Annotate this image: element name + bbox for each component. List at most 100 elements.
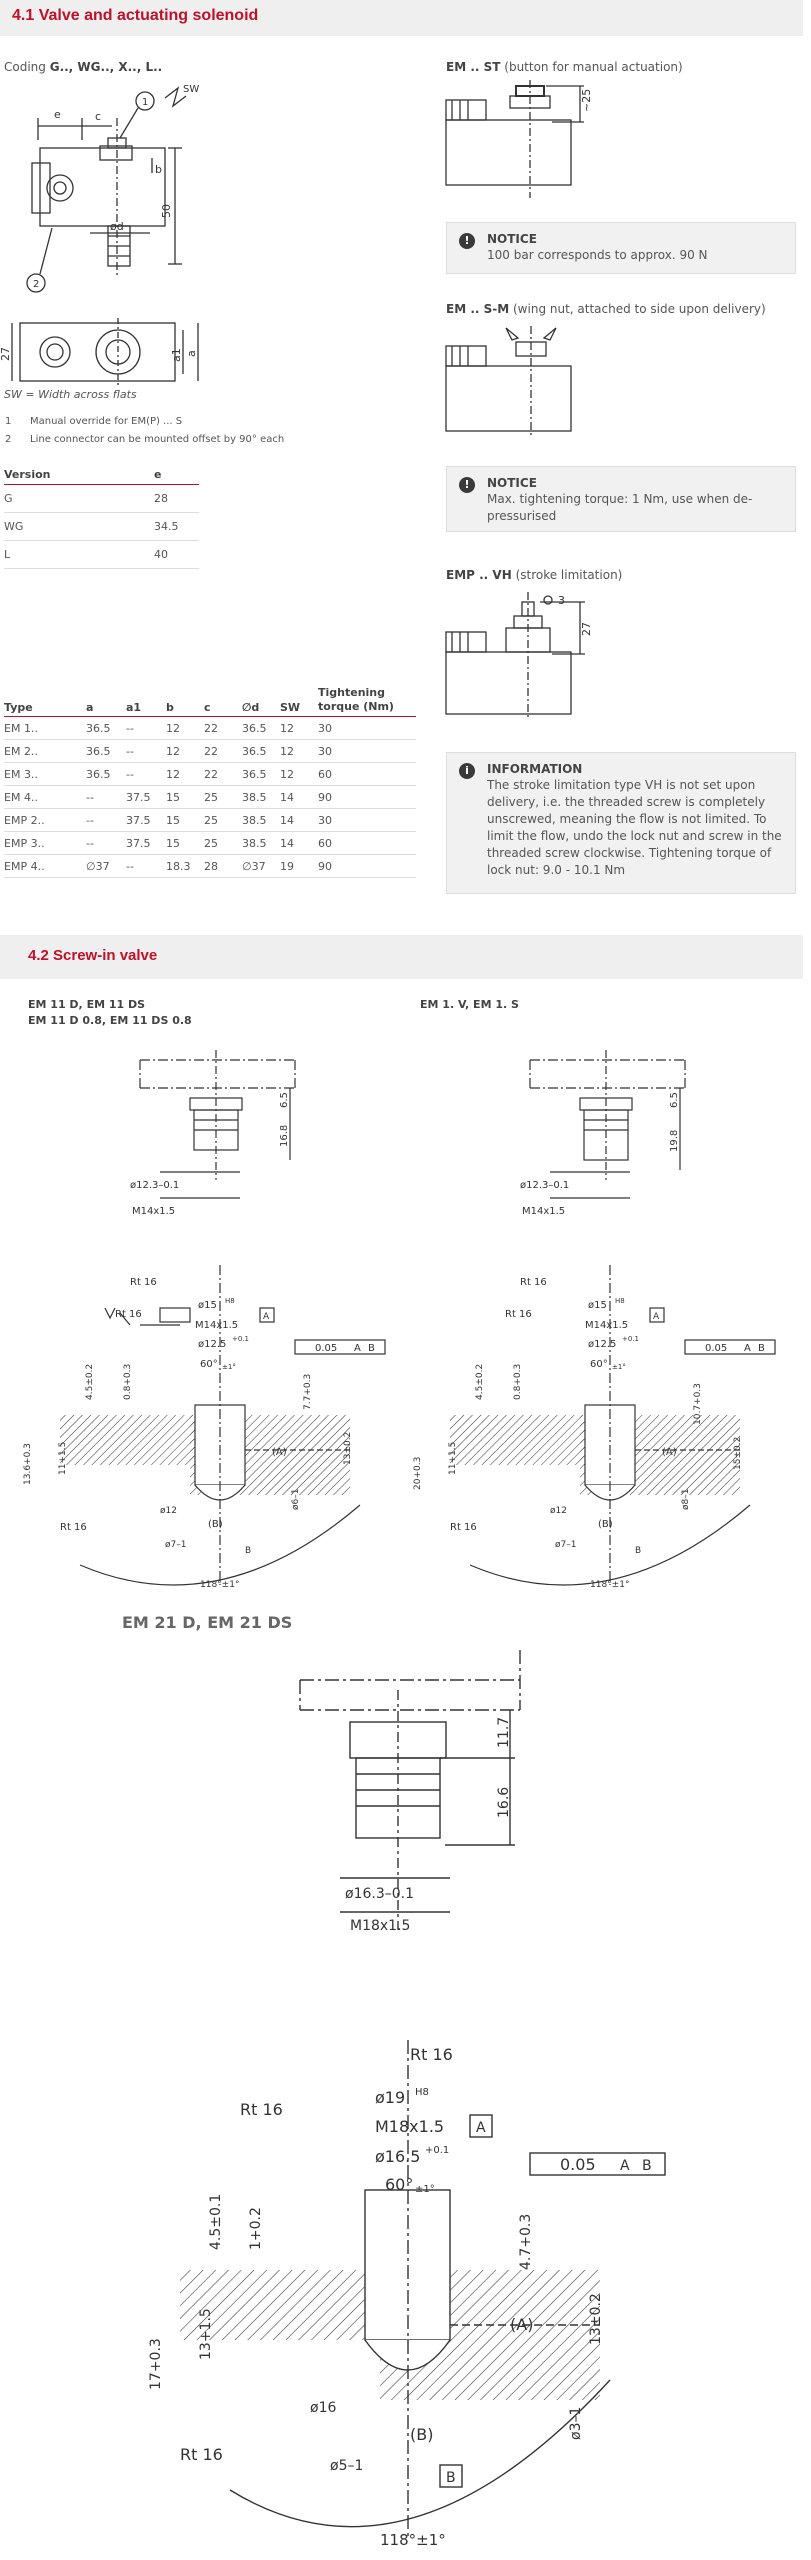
table-cell: 36.5 (242, 744, 267, 758)
tol: 0.05 (705, 1343, 727, 1354)
vh-drawing: 3 27 (445, 592, 593, 720)
d45: 4.5±0.2 (85, 1364, 95, 1400)
table-header: Version (4, 467, 51, 481)
sm-drawing (445, 326, 572, 438)
datum-a2: A (620, 2158, 630, 2174)
d5: ø5–1 (330, 2458, 363, 2474)
table-cell: -- (86, 836, 94, 850)
table-cell: 25 (204, 836, 218, 850)
rt-left: Rt 16 (240, 2100, 283, 2119)
d165: ø16.5 (375, 2147, 420, 2166)
datum-b: B (368, 1343, 375, 1354)
notice-box-1: ! NOTICE 100 bar corresponds to approx. … (446, 222, 796, 274)
table-cell: 36.5 (86, 767, 111, 781)
st-label: EM .. ST (button for manual actuation) (446, 60, 683, 74)
datum-b2: B (446, 2470, 456, 2486)
d08: 0.8+0.3 (123, 1364, 133, 1400)
tol: 0.05 (560, 2155, 596, 2174)
d19: ø19 (375, 2088, 405, 2107)
table-cell: 19 (280, 859, 294, 873)
datum-b: B (758, 1343, 765, 1354)
pm1: ±1° (612, 1363, 626, 1371)
d11: 11+1.5 (58, 1442, 68, 1475)
callout-2: 2 (33, 279, 39, 290)
notice-text: 100 bar corresponds to approx. 90 N (487, 248, 708, 262)
pm1: ±1° (222, 1363, 236, 1371)
datum-a: A (653, 1312, 660, 1322)
vh-label: EMP .. VH (stroke limitation) (446, 568, 622, 582)
ang60: 60° (200, 1359, 218, 1370)
table-cell: 14 (280, 813, 294, 827)
table-cell: 12 (166, 767, 180, 781)
table-header: e (154, 467, 162, 481)
table-cell: 38.5 (242, 836, 267, 850)
table-cell: 38.5 (242, 790, 267, 804)
table-cell: EM 4.. (4, 790, 38, 804)
d13b: 13±0.2 (588, 2293, 604, 2345)
notice-box-2: ! NOTICE Max. tightening torque: 1 Nm, u… (446, 466, 796, 532)
coding-values: G.., WG.., X.., L.. (49, 60, 163, 74)
note-2-num: 2 (5, 434, 12, 445)
table-cell: 38.5 (242, 813, 267, 827)
d20: 20+0.3 (413, 1457, 423, 1490)
datum-a: A (476, 2120, 486, 2136)
table-cell: ∅37 (242, 859, 266, 873)
table-header-row: Version e (4, 464, 199, 485)
table-cell: 12 (166, 721, 180, 735)
notice-text: Max. tightening torque: 1 Nm, use when d… (487, 492, 753, 523)
table-header: a (86, 701, 94, 714)
sm-label-rest: (wing nut, attached to side upon deliver… (509, 302, 766, 316)
table-cell: EMP 4.. (4, 859, 45, 873)
dim-dia: ø12.3–0.1 (130, 1180, 179, 1191)
d6: ø6–1 (291, 1489, 301, 1510)
h8: H8 (615, 1297, 625, 1305)
section-title: 4.1 Valve and actuating solenoid (12, 7, 259, 24)
d45: 4.5±0.2 (475, 1364, 485, 1400)
rt-top: Rt 16 (410, 2045, 453, 2064)
port-a: (A) (510, 2315, 533, 2334)
d136: 13.6+0.3 (23, 1443, 33, 1485)
dim-thread: M14x1.5 (132, 1206, 175, 1217)
table-cell: -- (126, 859, 134, 873)
d7: ø7–1 (555, 1540, 576, 1550)
table-cell: 22 (204, 721, 218, 735)
dim-27: 27 (0, 347, 12, 361)
info-text: The stroke limitation type VH is not set… (487, 778, 782, 877)
d16: ø16 (310, 2400, 336, 2416)
table-cell: 28 (204, 859, 218, 873)
dim-sw: SW (183, 84, 199, 95)
d08: 0.8+0.3 (513, 1364, 523, 1400)
d15b: 15±0.2 (733, 1437, 743, 1470)
left-valve-drawing: 6.5 16.8 ø12.3–0.1 M14x1.5 (130, 1050, 296, 1217)
solenoid-drawing: e c 1 SW b ød 50 2 27 a1 a (0, 84, 199, 388)
table-cell: -- (126, 721, 134, 735)
dim-h1: 6.5 (669, 1092, 680, 1108)
dim-thread: M14x1.5 (522, 1206, 565, 1217)
section-header-4-1: 4.1 Valve and actuating solenoid (0, 0, 803, 36)
coding-prefix: Coding (4, 60, 50, 74)
d17: 17+0.3 (148, 2338, 164, 2390)
pm1: ±1° (415, 2184, 435, 2195)
table-cell: 25 (204, 790, 218, 804)
header-line: torque (Nm) (318, 700, 394, 713)
rt-top: Rt 16 (520, 1277, 547, 1288)
dim-h2: 16.6 (496, 1787, 512, 1818)
notice-title: NOTICE (487, 476, 537, 490)
table-cell: EM 1.. (4, 721, 38, 735)
dim-vh-3: 3 (558, 594, 565, 607)
table-cell: 12 (280, 767, 294, 781)
dim-h2: 19.8 (669, 1130, 680, 1152)
p01: +0.1 (232, 1335, 249, 1343)
table-header: b (166, 701, 174, 714)
d12: ø12 (160, 1506, 177, 1516)
table-cell: 12 (280, 744, 294, 758)
thread: M14x1.5 (585, 1320, 628, 1331)
